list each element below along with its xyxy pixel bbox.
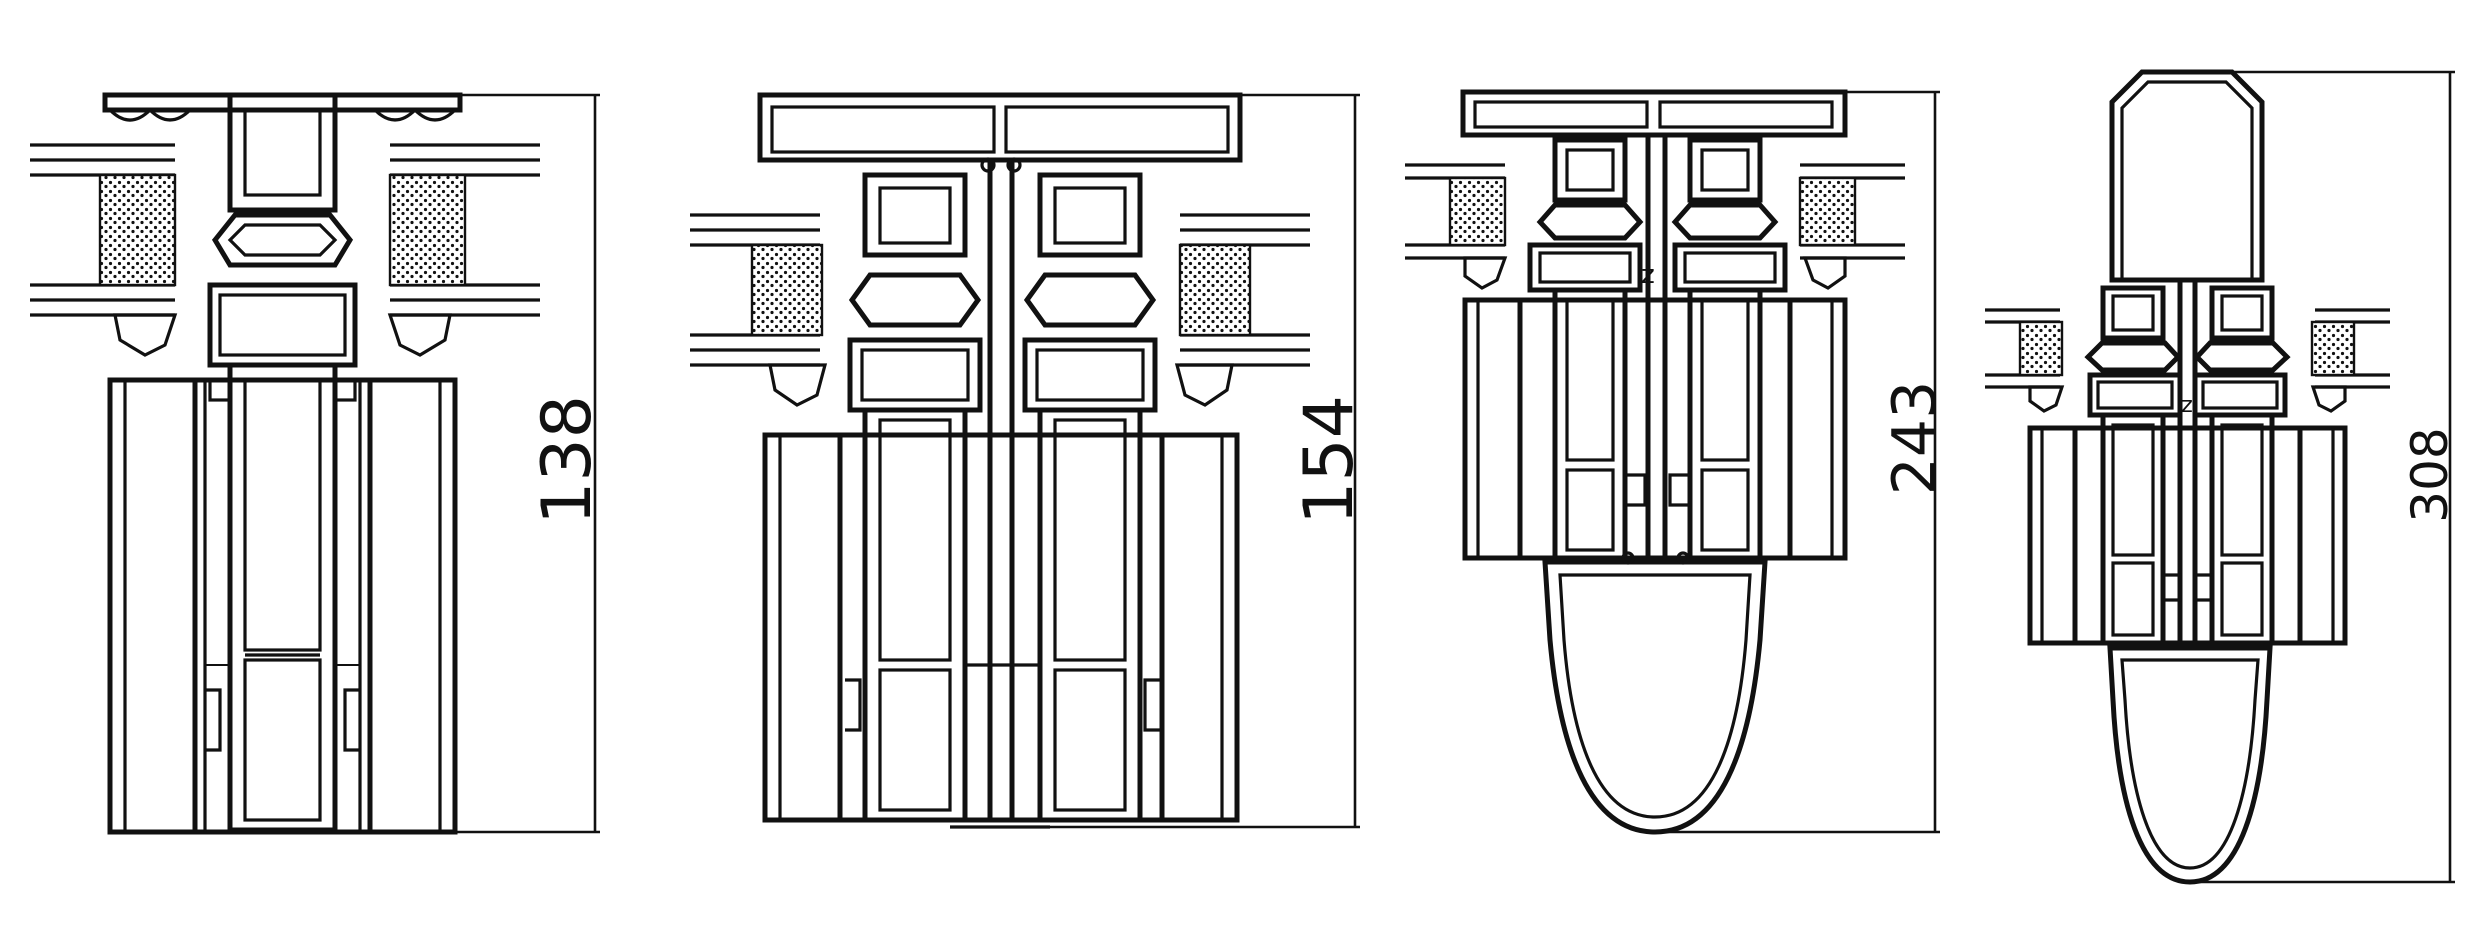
dimension-label-3: 243 (1880, 381, 1950, 496)
profile-1: 138 (30, 92, 607, 835)
dimension-line-1 (290, 93, 600, 834)
profile-3: z 243 (1405, 89, 1950, 835)
dimension-line-2 (1050, 93, 1360, 829)
top-nose-fin (2109, 69, 2265, 283)
seal-right (1798, 176, 1857, 247)
z-mark: z (2181, 393, 2193, 418)
seal-left (1448, 176, 1507, 247)
profile-4: z 308 (1985, 69, 2459, 885)
mullion-left (845, 172, 983, 823)
mullion-right (1022, 172, 1160, 823)
mullion-left (2084, 285, 2183, 646)
mullion-right (2192, 285, 2291, 646)
z-mark: z (1641, 260, 1655, 290)
elliptical-fin (2107, 645, 2273, 885)
seal-left (2018, 320, 2064, 377)
seal-left (98, 173, 177, 287)
seal-right (1178, 243, 1252, 337)
dimension-label-4: 308 (2401, 427, 2459, 522)
mullion-right (1671, 137, 1788, 561)
dimension-label-1: 138 (528, 395, 607, 525)
seal-right (2310, 320, 2356, 377)
dimension-label-2: 154 (1290, 395, 1369, 525)
dimension-line-3 (1655, 90, 1940, 834)
elliptical-fin (1542, 551, 1768, 835)
seal-right (388, 173, 467, 287)
seal-left (750, 243, 824, 337)
dimension-line-4 (2190, 70, 2455, 884)
mullion-left (1527, 137, 1644, 561)
profile-2: 154 (690, 92, 1369, 829)
